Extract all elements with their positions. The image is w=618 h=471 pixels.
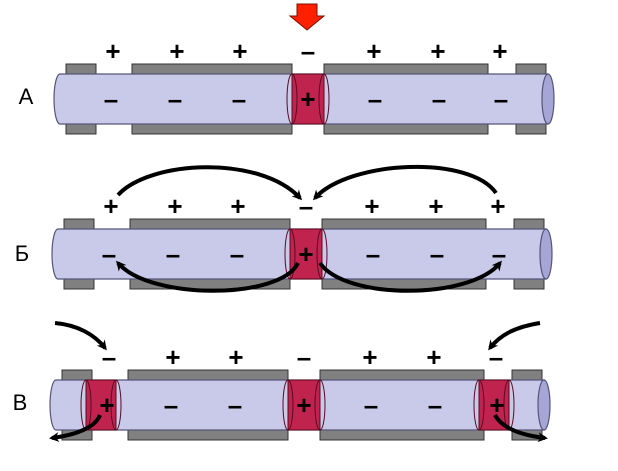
current-arrow-in-right — [488, 321, 541, 351]
myelin-sheath-top — [63, 218, 95, 230]
outer-charge-sign: + — [169, 36, 184, 66]
myelin-sheath-bottom — [63, 278, 95, 290]
outer-charge-sign: + — [232, 36, 247, 66]
inner-charge-sign: – — [104, 84, 118, 114]
inner-charge-sign: – — [368, 84, 382, 114]
inner-charge-sign: – — [228, 390, 242, 420]
inner-charge-sign: – — [164, 390, 178, 420]
myelin-sheath-bottom — [319, 429, 485, 441]
row-b: Б +++–+++–––+––– — [15, 164, 553, 293]
outer-charge-sign: + — [428, 191, 443, 221]
myelin-sheath-top — [513, 218, 545, 230]
row-label-c: В — [13, 390, 28, 415]
myelin-sheath-bottom — [323, 123, 489, 135]
nerve-fiber-a: + + + – + + + – – – + – – – — [53, 36, 555, 135]
inner-charge-sign: – — [166, 239, 180, 269]
inner-charge-sign: – — [432, 84, 446, 114]
active-node-edge — [286, 73, 298, 125]
outer-charge-sign: + — [490, 191, 505, 221]
current-arrow-lower-right — [318, 260, 502, 293]
myelin-sheath-top — [319, 369, 485, 381]
myelin-sheath-top — [321, 218, 487, 230]
outer-charge-sign: + — [426, 342, 441, 372]
inner-charge-sign: + — [489, 390, 504, 420]
active-node-edge — [314, 379, 326, 431]
myelin-sheath-top — [65, 63, 97, 75]
myelin-sheath-top — [323, 63, 489, 75]
myelin-sheath-bottom — [127, 429, 289, 441]
current-arrow-upper-right — [312, 164, 498, 201]
row-label-b: Б — [15, 241, 29, 266]
nerve-fiber-b: +++–+++–––+––– — [51, 191, 553, 290]
outer-charge-sign: + — [165, 342, 180, 372]
outer-charge-sign: + — [103, 191, 118, 221]
current-arrow-upper-left — [116, 165, 303, 201]
current-arrow-out-left — [49, 414, 102, 443]
active-node-edge — [284, 228, 296, 280]
inner-charge-sign: – — [430, 239, 444, 269]
myelin-sheath-bottom — [65, 123, 97, 135]
outer-charge-sign: – — [299, 191, 313, 221]
myelin-sheath-top — [61, 369, 93, 381]
outer-charge-sign: – — [297, 342, 311, 372]
nerve-fiber-c: –++–++–+––+––+ — [49, 342, 551, 441]
myelin-sheath-bottom — [515, 123, 547, 135]
row-label-a: А — [19, 84, 34, 109]
outer-charge-sign: – — [301, 36, 315, 66]
myelin-sheath-bottom — [513, 278, 545, 290]
outer-charge-sign: + — [430, 36, 445, 66]
axon-end-cap — [541, 73, 555, 125]
stimulus-arrow-icon — [288, 3, 326, 31]
myelin-sheath-top — [129, 218, 291, 230]
outer-charge-sign: + — [167, 191, 182, 221]
current-arrow-lower-left — [116, 260, 300, 293]
current-arrow-in-left — [54, 321, 107, 351]
row-a: А + + + – + + + – – – + – – – — [19, 36, 555, 135]
active-node-edge — [110, 379, 122, 431]
row-c: В –++–++–+––+––+ — [13, 321, 551, 443]
inner-charge-sign: – — [102, 239, 116, 269]
inner-charge-sign: + — [298, 239, 313, 269]
axon-end-cap — [537, 379, 551, 431]
inner-charge-sign: + — [296, 390, 311, 420]
inner-charge-sign: – — [232, 84, 246, 114]
inner-charge-sign: + — [300, 84, 315, 114]
myelin-sheath-top — [511, 369, 543, 381]
outer-charge-sign: + — [366, 36, 381, 66]
inner-charge-sign: – — [428, 390, 442, 420]
inner-charge-sign: – — [168, 84, 182, 114]
inner-charge-sign: – — [494, 84, 508, 114]
outer-charge-sign: + — [492, 36, 507, 66]
outer-charge-sign: + — [228, 342, 243, 372]
inner-charge-sign: – — [364, 390, 378, 420]
outer-charge-sign: + — [364, 191, 379, 221]
outer-charge-sign: + — [362, 342, 377, 372]
inner-charge-sign: – — [366, 239, 380, 269]
myelin-sheath-top — [127, 369, 289, 381]
active-node-edge — [282, 379, 294, 431]
active-node-edge — [318, 73, 330, 125]
outer-charge-sign: + — [105, 36, 120, 66]
myelin-sheath-top — [131, 63, 293, 75]
inner-charge-sign: + — [99, 390, 114, 420]
active-node-edge — [473, 379, 485, 431]
inner-charge-sign: – — [230, 239, 244, 269]
myelin-sheath-bottom — [131, 123, 293, 135]
current-arrow-out-right — [493, 413, 548, 443]
axon-end-cap — [539, 228, 553, 280]
active-node-edge — [316, 228, 328, 280]
myelin-sheath-top — [515, 63, 547, 75]
outer-charge-sign: + — [230, 191, 245, 221]
